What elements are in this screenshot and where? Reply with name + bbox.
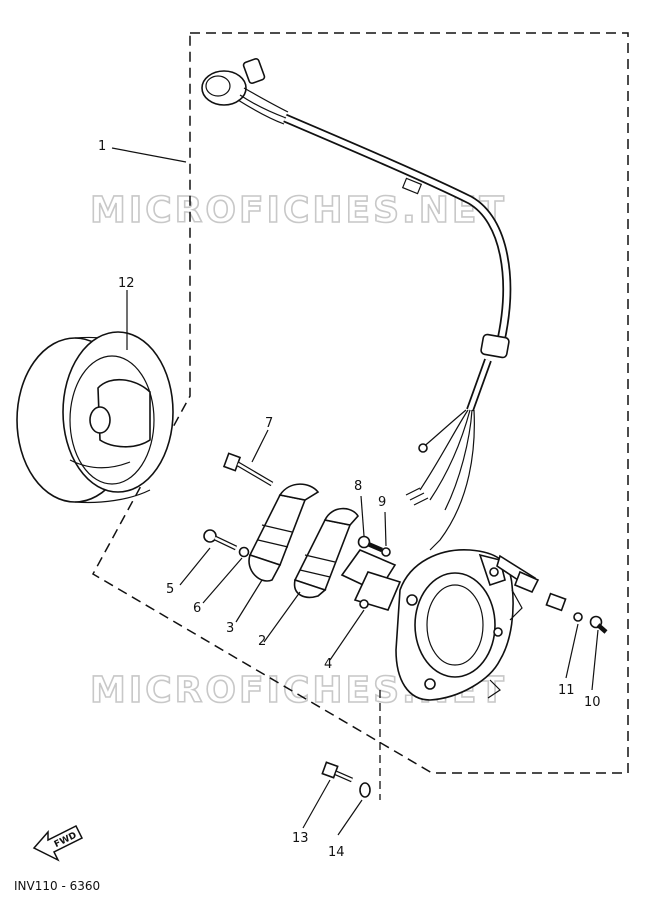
callout-4: 4 — [324, 657, 332, 672]
lighting-coil-4 — [340, 549, 402, 611]
screw-5 — [203, 529, 238, 551]
screw-8 — [357, 535, 383, 553]
charge-coil-3 — [248, 483, 320, 582]
assembly-boundary — [91, 32, 629, 774]
callout-14: 14 — [328, 845, 345, 860]
screw-10 — [589, 615, 608, 634]
callout-7: 7 — [265, 416, 273, 431]
washer-9 — [381, 547, 391, 557]
callout-8: 8 — [354, 479, 362, 494]
flywheel-rotor — [16, 331, 174, 504]
callout-6: 6 — [193, 601, 201, 616]
callout-3: 3 — [226, 621, 234, 636]
watermark-top: MICROFICHES.NET — [90, 190, 507, 231]
diagram-code: INV110 - 6360 — [14, 879, 100, 893]
callout-9: 9 — [378, 495, 386, 510]
wire-harness — [201, 57, 512, 551]
callout-10: 10 — [584, 695, 601, 710]
washer-6 — [238, 546, 250, 558]
callout-1: 1 — [98, 139, 106, 154]
forward-arrow-icon: FWD — [32, 824, 84, 862]
stator-base-plate — [395, 549, 540, 701]
bolt-7 — [222, 452, 274, 487]
pulser-coil-2 — [293, 507, 359, 599]
leader-lines — [111, 147, 599, 836]
bolt-13 — [321, 761, 354, 783]
washer-11 — [545, 592, 583, 622]
callout-11: 11 — [558, 683, 575, 698]
callout-2: 2 — [258, 634, 266, 649]
callout-13: 13 — [292, 831, 309, 846]
washer-14 — [359, 782, 371, 798]
callout-12: 12 — [118, 276, 135, 291]
callout-5: 5 — [166, 582, 174, 597]
